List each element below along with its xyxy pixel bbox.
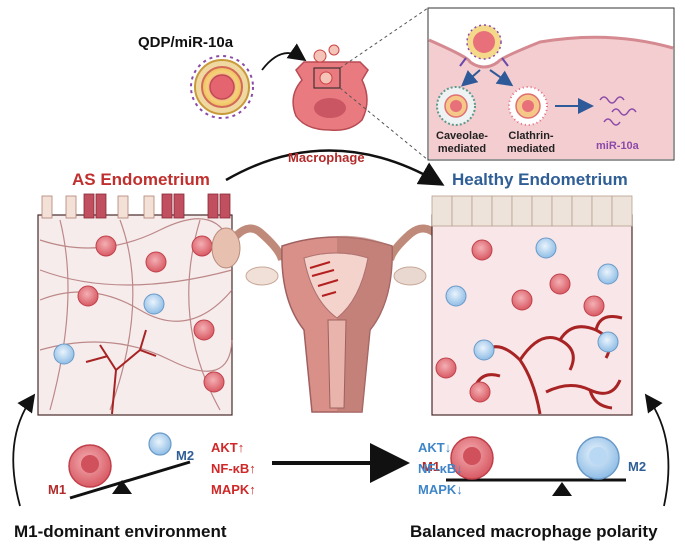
healthy-m2-cells xyxy=(445,237,619,361)
uterus-illustration xyxy=(211,224,463,413)
balanced-seesaw xyxy=(446,436,626,496)
macrophage-cell-icon xyxy=(292,44,369,132)
as-m1-cells xyxy=(77,235,225,393)
as-m2-cells xyxy=(53,293,165,365)
zoom-guide-bottom xyxy=(339,87,429,161)
as-vessel xyxy=(85,329,157,415)
balanced-polarity-caption: Balanced macrophage polarity xyxy=(410,522,658,541)
signaling-up-list: AKT↑ NF-κB↑ MAPK↑ xyxy=(211,437,256,500)
healthy-epithelium xyxy=(431,195,633,227)
nfkb-up-label: NF-κB↑ xyxy=(211,461,256,476)
signaling-down-list: AKT↓ NF-κB↓ MAPK↓ xyxy=(418,437,463,500)
zoom-guide-top xyxy=(339,7,429,69)
caveolae-label: Caveolae-mediated xyxy=(436,130,488,155)
m2-label-right: M2 xyxy=(628,459,647,474)
macrophage-curve-arrow xyxy=(225,149,445,186)
as-endometrium-title: AS Endometrium xyxy=(72,170,210,189)
akt-down-label: AKT↓ xyxy=(418,440,452,455)
mirna-strands-icon xyxy=(599,96,637,126)
mir10a-label: miR-10a xyxy=(596,140,639,152)
m2-cell-small-icon xyxy=(148,432,172,456)
healthy-vessels xyxy=(472,315,623,415)
caveolae-vesicle-icon xyxy=(436,86,476,126)
m2-label-left: M2 xyxy=(176,448,195,463)
qdp-nanoparticle-icon xyxy=(190,55,254,119)
as-endometrium-panel xyxy=(37,193,233,416)
endocytosis-inset xyxy=(427,7,675,161)
healthy-endometrium-title: Healthy Endometrium xyxy=(452,170,628,189)
m1-label-right: M1 xyxy=(422,459,441,474)
mapk-up-label: MAPK↑ xyxy=(211,482,256,497)
nfkb-down-label: NF-κB↓ xyxy=(418,461,463,476)
left-feedback-arrow xyxy=(12,393,36,507)
uterine-lesion xyxy=(309,261,339,297)
clathrin-label: Clathrin-mediated xyxy=(506,130,556,155)
right-feedback-arrow xyxy=(644,393,670,507)
macrophage-label: Macrophage xyxy=(288,150,365,165)
qdp-to-macrophage-arrow xyxy=(261,43,307,71)
akt-up-label: AKT↑ xyxy=(211,440,245,455)
m1-label-left: M1 xyxy=(48,482,67,497)
m1-dominant-caption: M1-dominant environment xyxy=(14,522,227,541)
mapk-down-label: MAPK↓ xyxy=(418,482,463,497)
healthy-m1-cells xyxy=(435,239,605,403)
qdp-label: QDP/miR-10a xyxy=(138,34,234,51)
clathrin-vesicle-icon xyxy=(508,86,548,126)
m1-dominant-seesaw xyxy=(68,432,191,500)
